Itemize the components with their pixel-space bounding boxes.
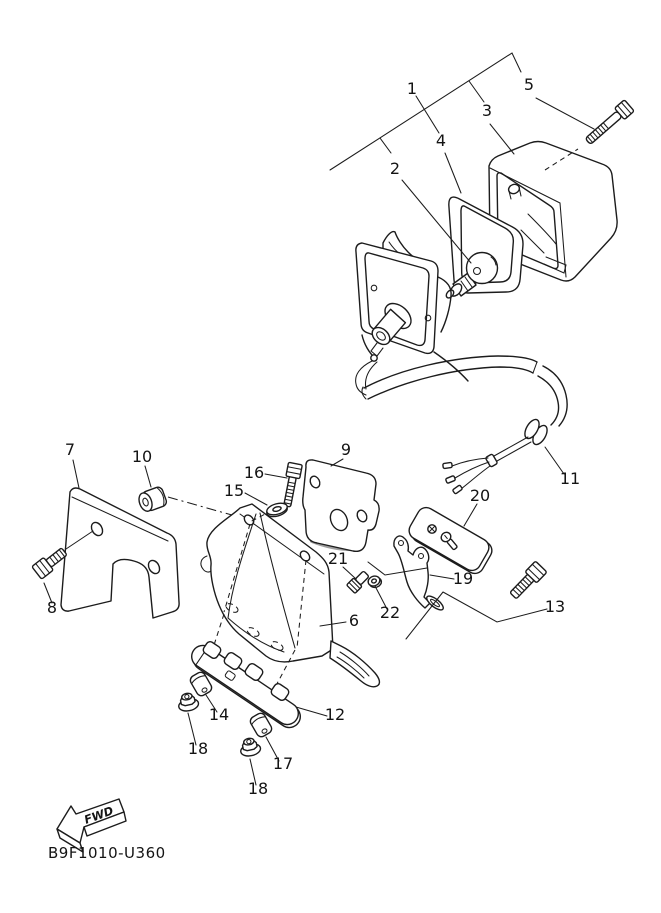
part-10-grommet [138,486,168,512]
part-2-bulb [445,251,499,299]
callout-11: 11 [560,469,580,488]
callout-10: 10 [132,447,152,466]
part-5-screw [585,99,635,144]
callout-19: 19 [453,569,473,588]
part-14-collar [189,671,213,697]
part-12-plate [191,640,301,729]
diagram-code: B9F1010-U360 [48,844,166,862]
callout-16: 16 [244,463,264,482]
part-8-bolt [31,530,94,580]
part-7-plate [60,487,180,619]
part-22-washer [367,575,383,589]
part-18-nut-upper [178,692,200,712]
callout-3: 3 [482,101,492,120]
part-11-wire-harness [361,355,568,495]
callout-14: 14 [209,705,229,724]
callout-8: 8 [47,598,57,617]
callout-6: 6 [349,611,359,630]
callout-4: 4 [436,131,446,150]
callout-13: 13 [545,597,565,616]
part-21-bolt [346,570,370,594]
callout-1: 1 [407,79,417,98]
callout-labels: 1 2 3 4 5 6 7 8 9 10 11 12 13 14 15 16 1… [47,75,580,798]
part-15-washer [266,502,288,518]
callout-9: 9 [341,440,351,459]
callout-18-lower: 18 [248,779,268,798]
callout-15: 15 [224,481,244,500]
part-6-bracket [200,503,381,688]
part-20-reflector [408,506,493,575]
part-9-damper [302,459,380,552]
callout-17: 17 [273,754,293,773]
part-1-lens-unit [355,230,469,396]
callout-18-upper: 18 [188,739,208,758]
callout-22: 22 [380,603,400,622]
fwd-arrow-icon: FWD [56,798,127,853]
callout-21: 21 [328,549,348,568]
assembly-1-bracket-lines [329,52,522,171]
callout-12: 12 [325,705,345,724]
part-18-nut-lower [240,737,262,757]
callout-5: 5 [524,75,534,94]
callout-20: 20 [470,486,490,505]
callout-2: 2 [390,159,400,178]
leader-lines [43,97,595,786]
part-13-bolt [509,561,547,599]
callout-7: 7 [65,440,75,459]
part-17-collar [249,712,273,738]
part-16-screw [283,461,303,508]
